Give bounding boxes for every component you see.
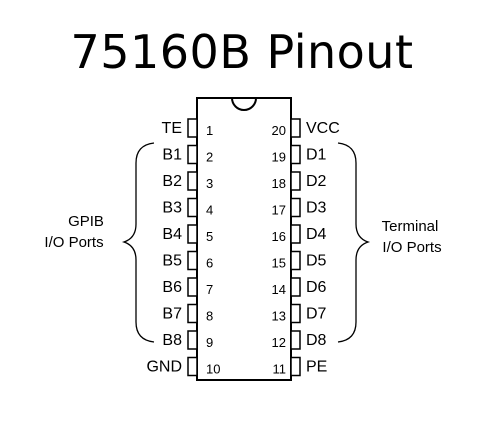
right-pin-number: 15 [272,256,286,271]
right-pin-5 [290,224,301,244]
right-brace [337,142,371,343]
left-pin-label: B3 [162,200,182,217]
right-pin-number: 20 [272,123,286,138]
left-pin-label: B4 [162,226,182,243]
right-pin-number: 12 [272,335,286,350]
left-pin-number: 9 [206,335,213,350]
left-pin-5 [187,224,198,244]
diagram-title: 75160B Pinout [70,25,414,79]
left-pin-number: 3 [206,176,213,191]
right-pin-number: 18 [272,176,286,191]
left-pin-number: 6 [206,256,213,271]
left-pin-label: TE [162,120,182,137]
right-pin-label: D1 [306,147,327,164]
right-pin-number: 13 [272,309,286,324]
right-pin-6 [290,250,301,271]
right-pin-label: D5 [306,253,327,270]
left-pin-label: B2 [162,173,182,190]
left-pin-label: B5 [162,253,182,270]
right-pin-label: VCC [306,120,340,137]
left-group-label-line2: I/O Ports [44,234,103,251]
left-pin-label: B8 [162,332,182,349]
right-pin-10 [290,356,301,377]
left-pin-7 [187,277,198,297]
right-pin-number: 16 [272,229,286,244]
left-pin-9 [187,330,198,350]
left-pin-4 [187,197,198,218]
left-pin-number: 1 [206,123,213,138]
right-pin-label: D3 [306,200,327,217]
left-pin-1 [187,118,198,138]
left-pin-label: B1 [162,147,182,164]
right-pin-number: 14 [272,282,286,297]
right-pin-7 [290,277,301,297]
right-pin-9 [290,330,301,350]
right-pin-label: D4 [306,226,327,243]
left-pin-label: B6 [162,279,182,296]
right-pin-number: 11 [273,362,287,377]
left-pin-label: GND [146,359,182,376]
left-pin-8 [187,303,198,324]
left-group-label-line1: GPIB [68,213,104,230]
left-pin-number: 7 [206,282,213,297]
right-pin-number: 17 [272,203,286,218]
right-pin-label: D2 [306,173,327,190]
left-pin-6 [187,250,198,271]
right-pin-label: PE [306,359,327,376]
left-pin-number: 5 [206,229,213,244]
right-group-label-line1: Terminal [382,218,439,235]
right-pin-2 [290,144,301,165]
left-pin-label: B7 [162,306,182,323]
left-pin-number: 2 [206,150,213,165]
left-brace [121,142,155,343]
chip-body [196,97,292,381]
left-pin-number: 10 [206,362,220,377]
right-pin-3 [290,171,301,191]
left-pin-10 [187,356,198,377]
left-pin-number: 8 [206,309,213,324]
right-pin-1 [290,118,301,138]
right-group-label-line2: I/O Ports [382,239,441,256]
right-pin-label: D7 [306,306,327,323]
right-pin-number: 19 [272,150,286,165]
right-pin-label: D8 [306,332,327,349]
left-pin-2 [187,144,198,165]
right-pin-8 [290,303,301,324]
right-pin-label: D6 [306,279,327,296]
left-pin-3 [187,171,198,191]
left-pin-number: 4 [206,203,213,218]
right-pin-4 [290,197,301,218]
chip-notch [231,97,257,111]
